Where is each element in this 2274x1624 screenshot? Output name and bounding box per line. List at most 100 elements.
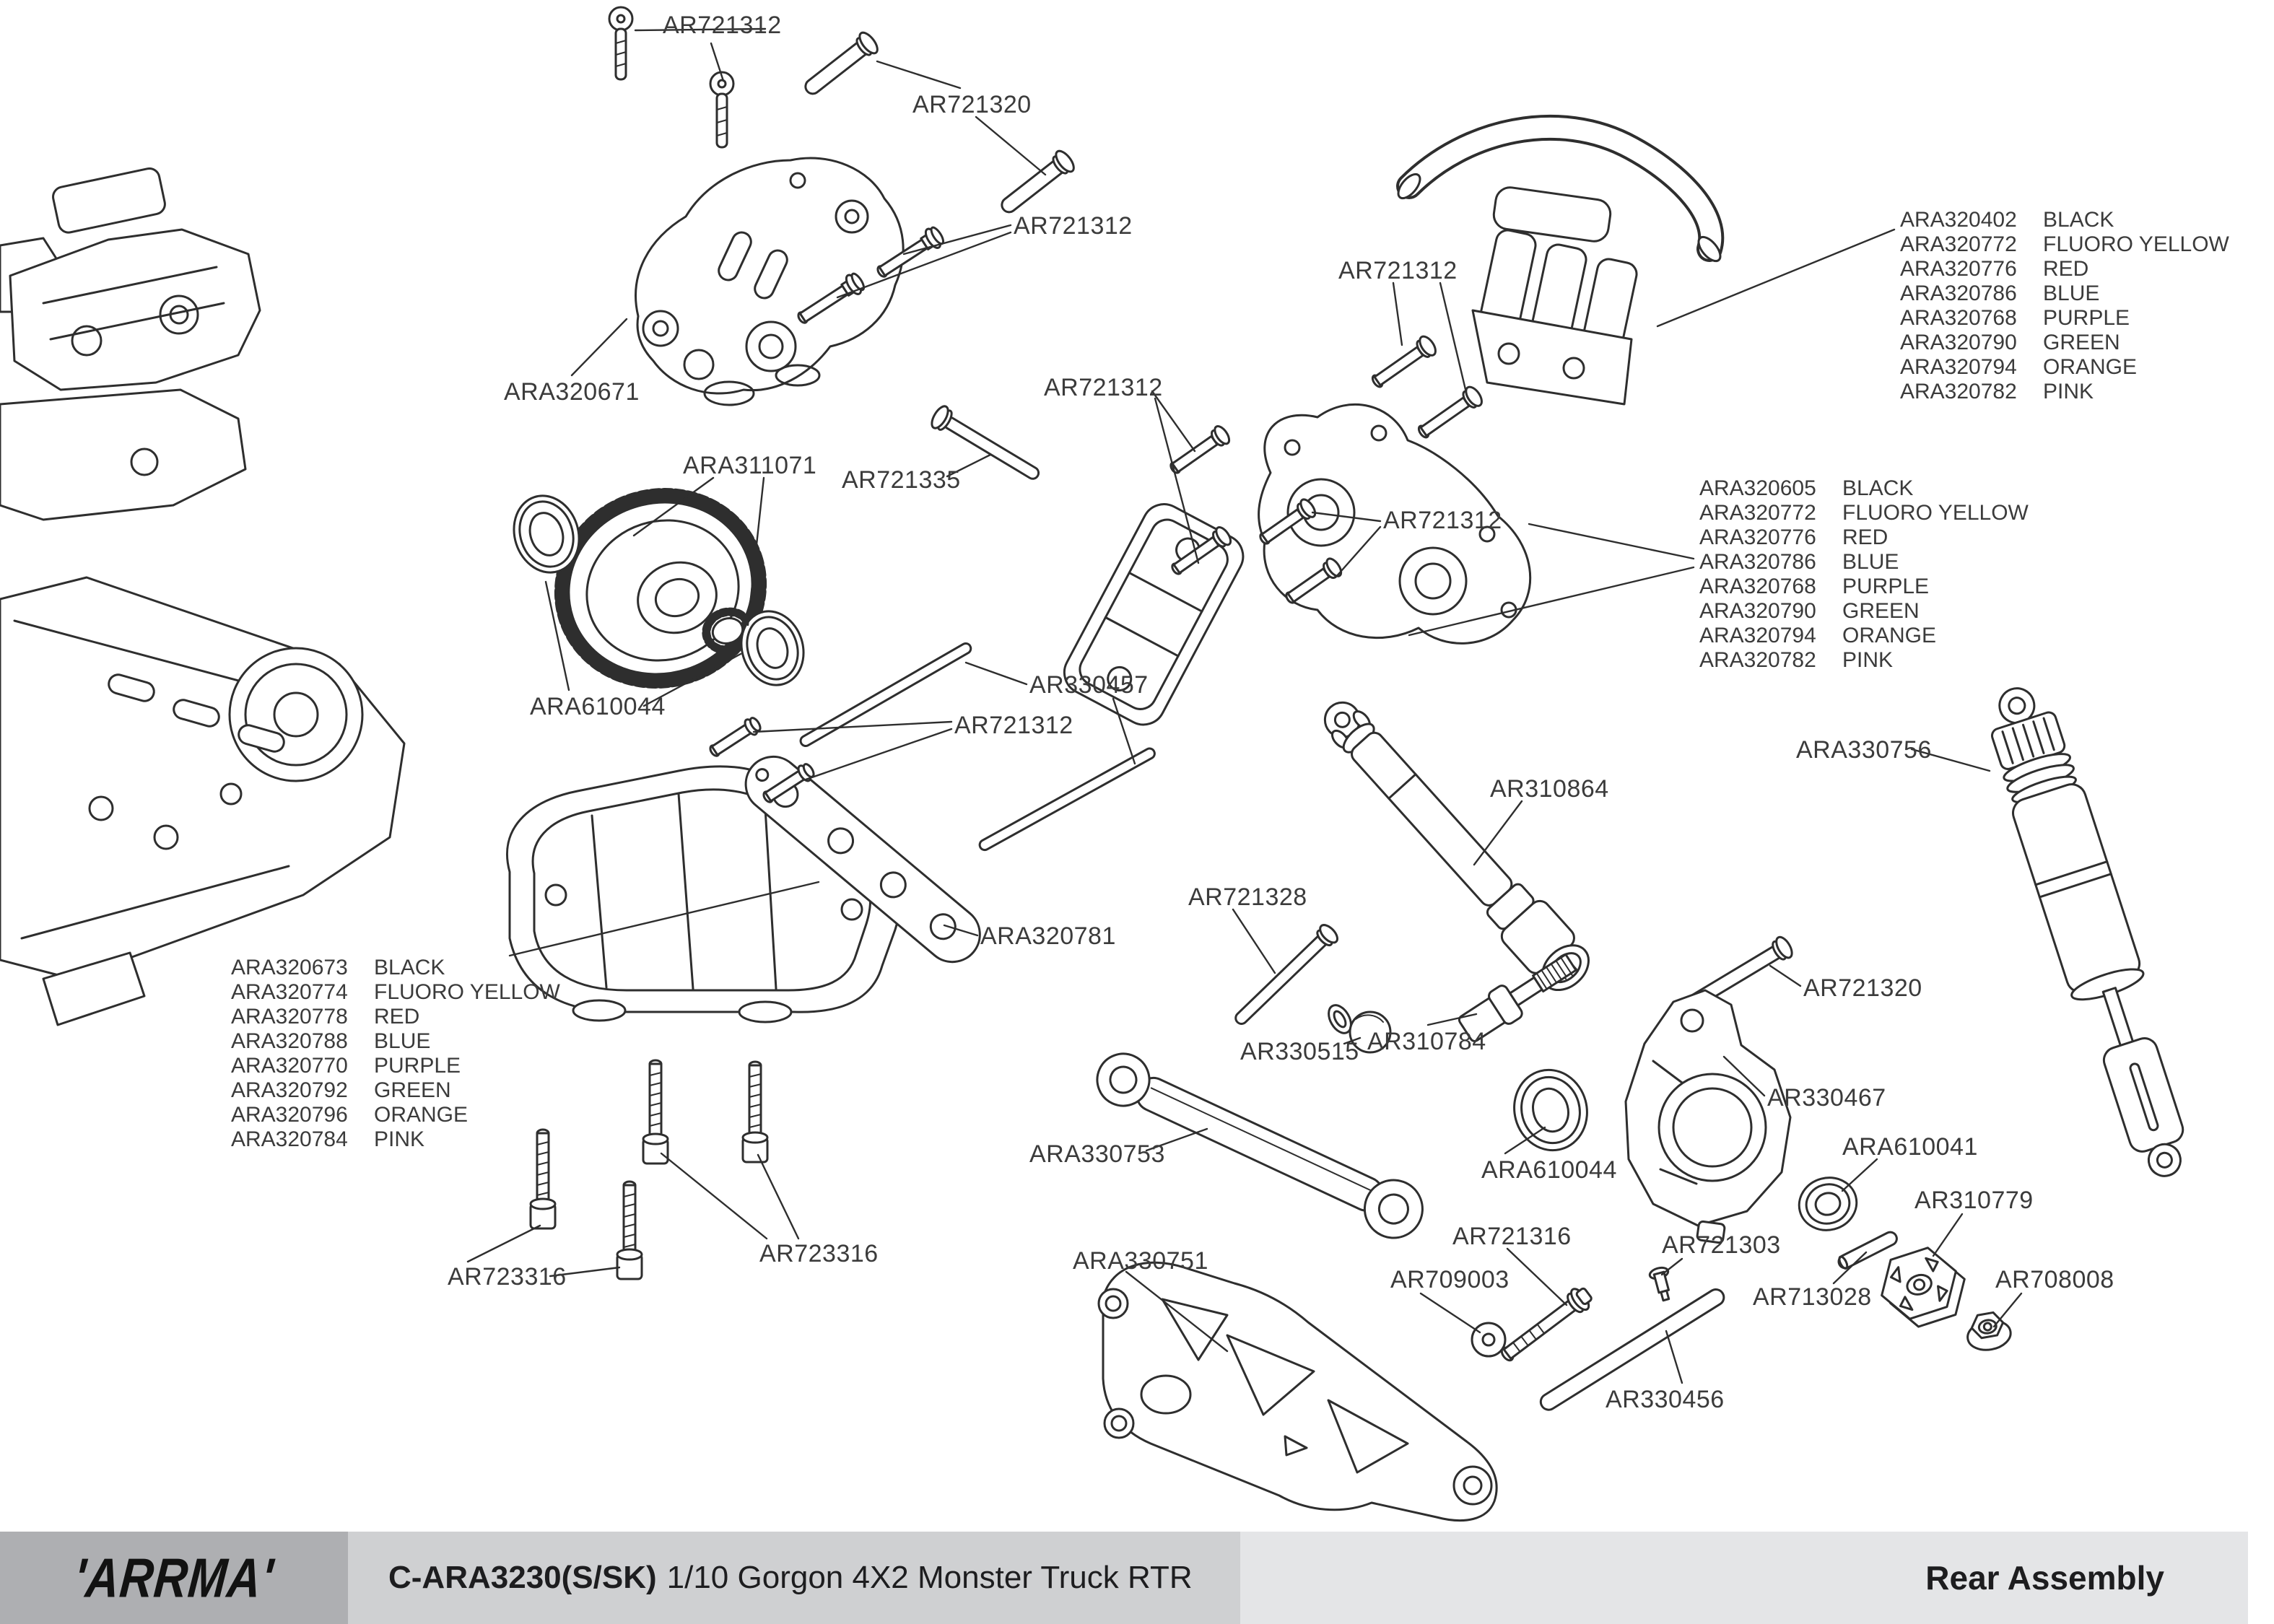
- color-part-number: ARA320776: [1900, 257, 2017, 281]
- color-part-number: ARA320402: [1900, 208, 2017, 232]
- bumper-screw-art-1: [1371, 335, 1437, 388]
- color-option-row: ARA320402 BLACK: [1900, 208, 2229, 232]
- cap-screw-art-4: [741, 1060, 769, 1164]
- color-name: RED: [1842, 525, 1889, 549]
- color-name: PINK: [2043, 380, 2094, 403]
- color-part-number: ARA320673: [231, 956, 348, 979]
- color-option-row: ARA320786 BLUE: [1699, 550, 2029, 575]
- color-name: PINK: [1842, 648, 1894, 672]
- cap-screw-art-3: [642, 1059, 669, 1165]
- part-label-brace-screws: AR721312: [954, 712, 1073, 739]
- color-name: ORANGE: [1842, 624, 1937, 647]
- part-label-hub-pin: AR713028: [1753, 1283, 1872, 1311]
- color-part-number: ARA320786: [1699, 550, 1816, 574]
- chassis-cutaway-art: [0, 167, 406, 1026]
- color-part-number: ARA320796: [231, 1103, 348, 1127]
- color-name: BLUE: [2043, 281, 2100, 305]
- rod-art-1: [799, 642, 972, 747]
- color-part-number: ARA320778: [231, 1005, 348, 1029]
- mount-screw-art-4: [1285, 557, 1343, 604]
- small-screw-art-1: [709, 717, 762, 757]
- color-name: BLACK: [2043, 208, 2114, 232]
- part-label-camber-link: ARA330753: [1029, 1140, 1165, 1168]
- stub-axle-art: [1458, 953, 1577, 1042]
- part-label-stub-axle: AR310784: [1367, 1028, 1486, 1055]
- part-label-washer: AR709003: [1390, 1266, 1510, 1293]
- color-part-number: ARA320774: [231, 980, 348, 1004]
- part-label-small-bearing: ARA610041: [1842, 1133, 1978, 1161]
- color-name: GREEN: [1842, 599, 1920, 623]
- color-name: FLUORO YELLOW: [1842, 501, 2029, 525]
- bumper-screw-art-2: [1417, 385, 1483, 439]
- part-label-suspension-arm: ARA330751: [1073, 1247, 1208, 1275]
- part-label-hub-screw: AR721316: [1452, 1223, 1572, 1250]
- part-label-brace-plate: ARA320781: [980, 922, 1116, 950]
- part-label-cap-screws-left: AR723316: [448, 1263, 567, 1291]
- arrma-logo-text: ARRMA: [71, 1546, 276, 1610]
- hinge-pin-art-1: [804, 31, 879, 95]
- arm-hinge-pin-art: [1539, 1288, 1725, 1411]
- color-part-number: ARA320782: [1699, 648, 1816, 672]
- part-label-shoulder-screws: AR721312: [1014, 212, 1133, 240]
- part-label-mount-screws-left: AR721312: [1044, 374, 1163, 401]
- rear-bumper-art: [1396, 114, 1725, 406]
- product-name: 1/10 Gorgon 4X2 Monster Truck RTR: [666, 1560, 1193, 1595]
- footer-bar: ARRMA C-ARA3230(S/SK) 1/10 Gorgon 4X2 Mo…: [0, 1532, 2274, 1624]
- driveshaft-art: [1323, 701, 1590, 992]
- hinge-pin-art-2: [1001, 149, 1075, 214]
- color-option-row: ARA320772 FLUORO YELLOW: [1699, 501, 2029, 525]
- link-pin-art: [1234, 924, 1339, 1025]
- bearing-art-2: [740, 610, 805, 686]
- part-label-mount-screws-bottom: AR721312: [1383, 507, 1502, 534]
- part-label-shock-pin: AR721320: [1803, 974, 1922, 1002]
- hub-bearing-art: [1513, 1068, 1588, 1152]
- color-name: BLUE: [374, 1029, 431, 1053]
- long-pin-art-ar721335: [931, 405, 1040, 480]
- button-screw-art-1: [608, 6, 634, 81]
- color-part-number: ARA320605: [1699, 476, 1816, 500]
- color-part-number: ARA320794: [1699, 624, 1816, 647]
- part-label-hub-carrier: AR330467: [1767, 1084, 1886, 1112]
- spur-gear-art: [554, 488, 767, 689]
- color-part-number: ARA320792: [231, 1078, 348, 1102]
- shock-tower-art: [635, 157, 905, 406]
- color-part-number: ARA320772: [1699, 501, 1816, 525]
- camber-link-art: [1096, 1052, 1424, 1239]
- part-label-arm-hinge-pin: AR330456: [1606, 1386, 1725, 1413]
- color-name: RED: [2043, 257, 2089, 281]
- color-name: BLUE: [1842, 550, 1899, 574]
- cap-screw-art-2: [616, 1180, 643, 1280]
- part-label-shock: ARA330756: [1796, 736, 1932, 764]
- page-title: Rear Assembly: [1240, 1532, 2248, 1624]
- color-name: RED: [374, 1005, 420, 1029]
- part-label-top-mount-screws: AR721312: [663, 12, 782, 39]
- color-part-number: ARA320790: [1900, 331, 2017, 354]
- part-label-driveshaft: AR310864: [1490, 775, 1609, 803]
- arrma-logo: ARRMA: [0, 1532, 348, 1624]
- button-screw-art-2: [709, 71, 735, 149]
- part-label-spur-gear: ARA311071: [683, 452, 817, 479]
- color-option-row: ARA320776 RED: [1900, 257, 2229, 281]
- leader-lines: [466, 27, 2023, 1384]
- part-label-cap-screws-right: AR723316: [759, 1240, 879, 1267]
- bearing-art-1: [513, 494, 580, 574]
- color-name: PINK: [374, 1127, 425, 1151]
- washer-art: [1471, 1322, 1507, 1358]
- tiny-screw-art: [1648, 1266, 1670, 1302]
- hub-pin-art: [1837, 1231, 1898, 1270]
- part-label-rods: AR330457: [1029, 671, 1149, 699]
